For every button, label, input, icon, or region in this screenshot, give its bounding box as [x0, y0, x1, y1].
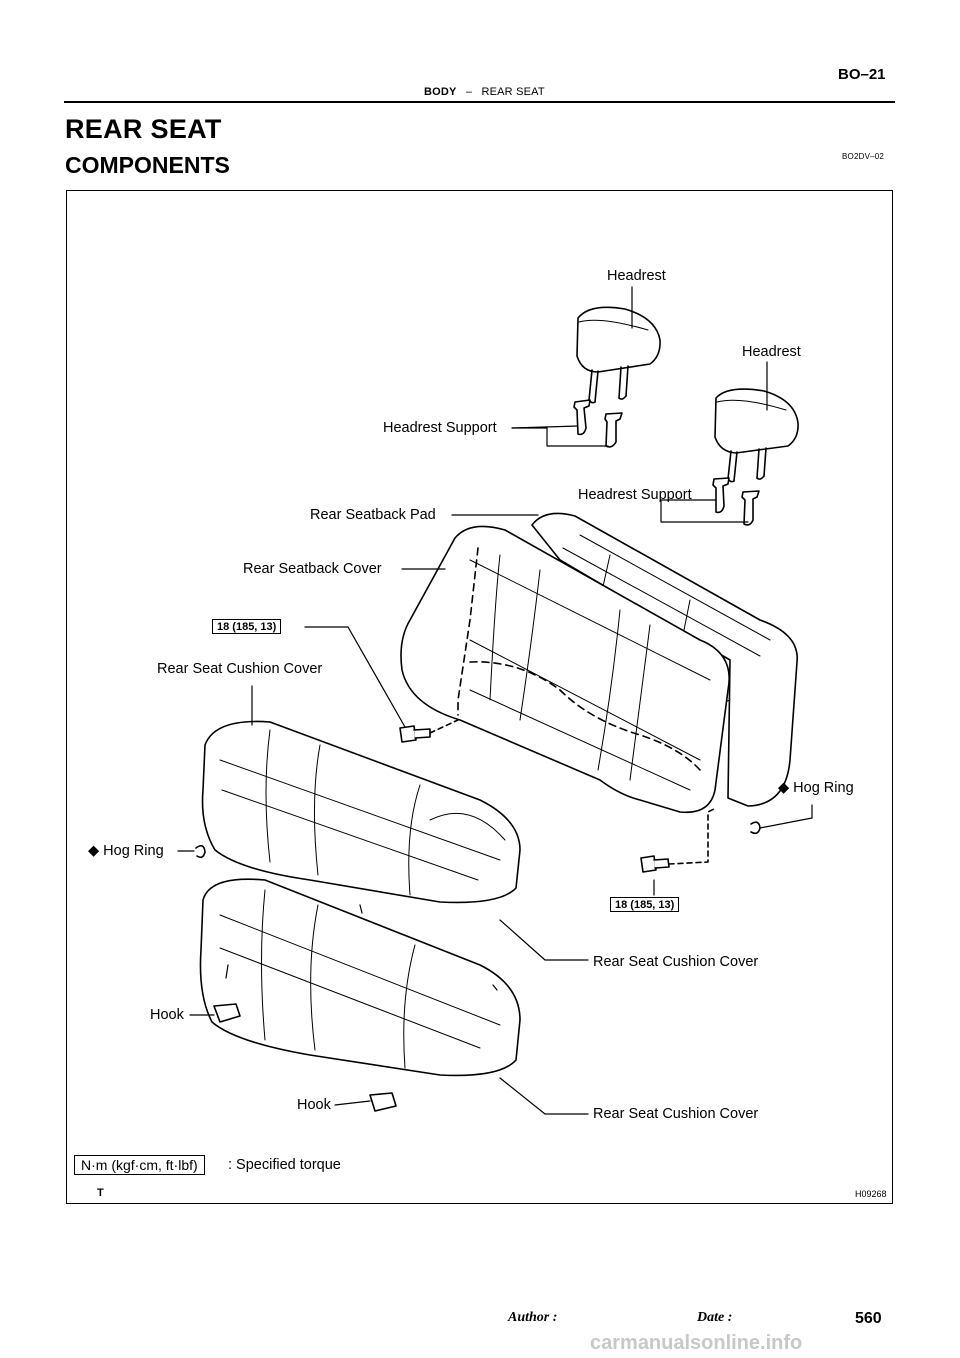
seat-cushion-upper-drawing	[201, 720, 521, 904]
headrest-right-drawing	[714, 388, 799, 483]
hook-2-drawing	[369, 1092, 397, 1112]
figure-frame	[66, 190, 893, 1204]
label-rear-seat-cushion-cover-bottom: Rear Seat Cushion Cover	[593, 1106, 759, 1122]
torque-spec-upper: 18 (185, 13)	[212, 619, 282, 634]
footer-author-label: Author :	[508, 1310, 558, 1325]
header-section: BODY	[424, 86, 457, 98]
headrest-left-drawing	[576, 306, 661, 404]
label-hook-1: Hook	[150, 1007, 184, 1023]
leader-lines	[177, 286, 813, 1115]
torque-spec-lower: 18 (185, 13)	[610, 897, 680, 912]
hog-ring-left-drawing	[195, 844, 206, 859]
footer-date-label: Date :	[697, 1310, 733, 1325]
seat-cushion-lower-drawing	[199, 878, 521, 1077]
label-rear-seat-cushion-cover-mid: Rear Seat Cushion Cover	[593, 954, 759, 970]
label-headrest-support-2: Headrest Support	[578, 487, 692, 503]
label-hog-ring-right: ◆ Hog Ring	[778, 780, 854, 796]
label-hog-ring-left: ◆ Hog Ring	[88, 843, 164, 859]
figure-mark: T	[97, 1187, 104, 1199]
label-headrest-2: Headrest	[742, 344, 801, 360]
watermark: carmanualsonline.info	[590, 1332, 803, 1354]
label-rear-seatback-cover: Rear Seatback Cover	[243, 561, 382, 577]
page-title: REAR SEAT	[65, 114, 222, 144]
hog-ring-right-drawing	[750, 821, 761, 835]
bolt-drawings	[399, 719, 717, 873]
label-headrest-support-1: Headrest Support	[383, 420, 497, 436]
page-code: BO–21	[838, 66, 886, 83]
torque-unit-legend-box: N·m (kgf·cm, ft·lbf)	[74, 1155, 205, 1175]
torque-legend-text: : Specified torque	[228, 1157, 341, 1173]
doc-reference: BO2DV–02	[842, 152, 885, 161]
header-subsection: REAR SEAT	[481, 86, 545, 98]
label-hook-2: Hook	[297, 1097, 331, 1113]
figure-number: H09268	[855, 1189, 887, 1199]
section-title: COMPONENTS	[65, 152, 230, 178]
running-header: BODY – REAR SEAT	[424, 86, 545, 98]
header-rule	[64, 101, 895, 103]
label-rear-seat-cushion-cover-top: Rear Seat Cushion Cover	[157, 661, 323, 677]
hook-1-drawing	[213, 1003, 241, 1023]
header-dash: –	[465, 86, 473, 98]
seatback-cover-drawing	[400, 525, 730, 814]
page-number: 560	[855, 1310, 882, 1327]
label-rear-seatback-pad: Rear Seatback Pad	[310, 507, 436, 523]
label-headrest-1: Headrest	[607, 268, 666, 284]
